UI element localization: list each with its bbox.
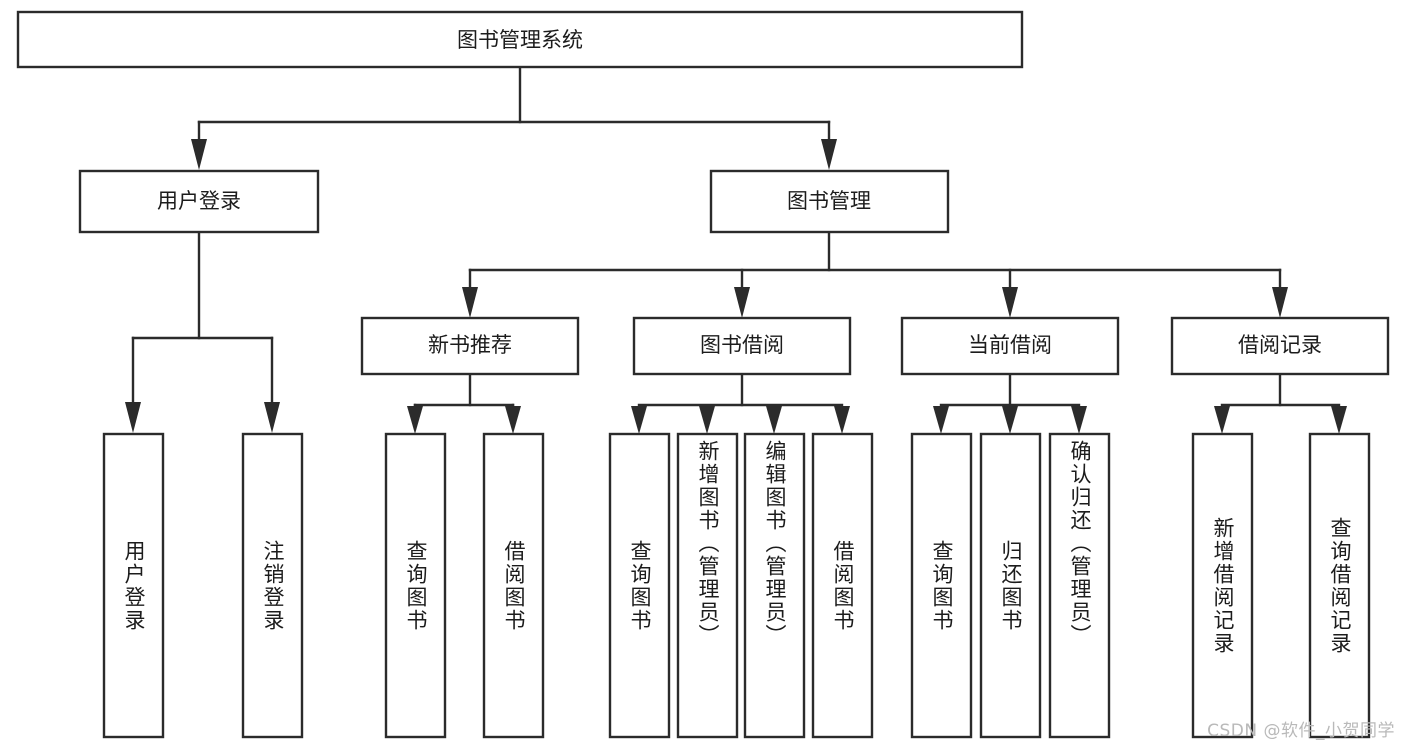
arrow-to-current-borrow [1002, 287, 1018, 318]
arrow-to-book-borrow [734, 287, 750, 318]
node-book-manage-label: 图书管理 [787, 189, 871, 213]
node-leaf-query-book-1-box[interactable] [384, 432, 447, 739]
arrow-to-leaf-query-book-3 [933, 406, 949, 434]
arrow-to-leaf-borrow-book-1 [505, 406, 521, 434]
node-book-borrow[interactable]: 图书借阅 [632, 316, 852, 376]
node-current-borrow[interactable]: 当前借阅 [900, 316, 1120, 376]
node-current-borrow-box[interactable] [900, 316, 1120, 376]
node-leaf-query-book-2-box[interactable] [608, 432, 671, 739]
arrow-root-to-user-login [191, 139, 207, 170]
connector-group [125, 65, 1347, 434]
arrow-to-leaf-query-book-2 [631, 406, 647, 434]
arrow-to-leaf-confirm-return [1071, 406, 1087, 434]
node-book-manage[interactable]: 图书管理 [709, 169, 950, 234]
node-leaf-borrow-book-1-box[interactable] [482, 432, 545, 739]
arrow-to-leaf-borrow-book-2 [834, 406, 850, 434]
node-book-manage-box[interactable] [709, 169, 950, 234]
arrow-to-leaf-edit-book [766, 406, 782, 434]
arrow-to-leaf-query-book-1 [407, 406, 423, 434]
watermark: CSDN @软件_小贺同学 [1207, 721, 1395, 741]
arrow-to-leaf-user-login [125, 402, 141, 433]
node-root[interactable]: 图书管理系统 [16, 10, 1024, 69]
arrow-to-leaf-return-book [1002, 406, 1018, 434]
arrow-to-leaf-query-record [1331, 406, 1347, 434]
arrow-to-leaf-add-book [699, 406, 715, 434]
node-leaf-borrow-book-2-box[interactable] [811, 432, 874, 739]
node-book-borrow-label: 图书借阅 [700, 333, 784, 357]
node-root-label: 图书管理系统 [457, 28, 583, 52]
node-book-borrow-box[interactable] [632, 316, 852, 376]
node-root-box[interactable] [16, 10, 1024, 69]
node-new-book-recommend[interactable]: 新书推荐 [360, 316, 580, 376]
node-borrow-record-box[interactable] [1170, 316, 1390, 376]
arrow-to-new-book-recommend [462, 287, 478, 318]
node-borrow-record[interactable]: 借阅记录 [1170, 316, 1390, 376]
node-current-borrow-label: 当前借阅 [968, 333, 1052, 357]
node-leaf-edit-book-box[interactable] [743, 432, 806, 739]
arrow-to-leaf-add-record [1214, 406, 1230, 434]
node-leaf-add-record-box[interactable] [1191, 432, 1254, 739]
node-new-book-recommend-label: 新书推荐 [428, 333, 512, 357]
node-leaf-add-book-box[interactable] [676, 432, 739, 739]
node-leaf-confirm-return-box[interactable] [1048, 432, 1111, 739]
node-user-login[interactable]: 用户登录 [78, 169, 320, 234]
node-new-book-recommend-box[interactable] [360, 316, 580, 376]
arrow-to-leaf-user-logout [264, 402, 280, 433]
arrow-to-borrow-record [1272, 287, 1288, 318]
node-user-login-label: 用户登录 [157, 189, 241, 213]
node-leaf-user-login-box[interactable] [102, 432, 165, 739]
node-leaf-query-book-3-box[interactable] [910, 432, 973, 739]
node-user-login-box[interactable] [78, 169, 320, 234]
node-leaf-user-logout-box[interactable] [241, 432, 304, 739]
node-borrow-record-label: 借阅记录 [1238, 333, 1322, 357]
arrow-root-to-book-manage [821, 139, 837, 170]
node-leaf-query-record-box[interactable] [1308, 432, 1371, 739]
node-leaf-return-book-box[interactable] [979, 432, 1042, 739]
leaf-box-group [102, 432, 1371, 739]
